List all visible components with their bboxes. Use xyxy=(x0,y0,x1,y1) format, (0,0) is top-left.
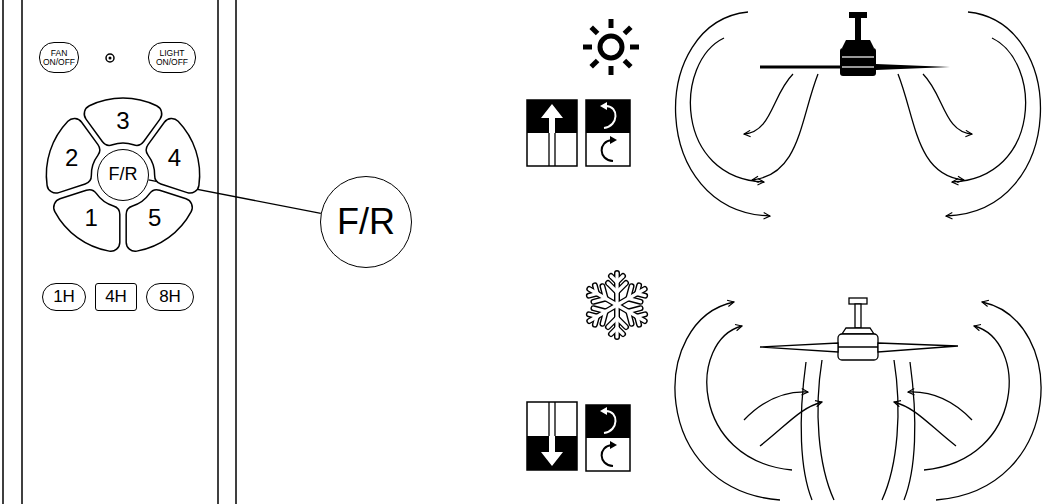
button-label: F/R xyxy=(337,202,395,242)
rotation-symbol xyxy=(586,100,630,166)
wedge-outline xyxy=(147,119,200,194)
indicator-led xyxy=(109,57,112,60)
updraft-symbol xyxy=(527,100,577,166)
button-label: 1 xyxy=(85,205,98,231)
airflow-arrows xyxy=(676,12,1041,216)
rotation-symbol xyxy=(586,405,630,471)
wedge-outline xyxy=(54,189,120,250)
button-label: 8H xyxy=(159,288,181,307)
light-power-button: LIGHT ON/OFF xyxy=(148,42,196,73)
callout-circle: F/R xyxy=(320,176,412,268)
ceiling-fan xyxy=(760,298,958,360)
wedge-outline xyxy=(126,189,192,250)
wedge-outline xyxy=(84,98,161,145)
airflow-arrows xyxy=(675,302,1041,500)
speed-button: 4 xyxy=(156,140,192,176)
wedge-outline xyxy=(46,119,99,194)
button-label: 1H xyxy=(53,288,75,307)
button-label: F/R xyxy=(109,165,138,185)
button-label: 4H xyxy=(105,288,127,307)
reverse-button: F/R xyxy=(97,149,149,201)
button-label: 5 xyxy=(148,205,161,231)
timer-button: 4H xyxy=(95,283,137,311)
timer-button: 1H xyxy=(42,283,86,311)
button-label: 4 xyxy=(168,145,181,171)
speed-button: 5 xyxy=(137,201,173,237)
downdraft-symbol xyxy=(527,402,577,470)
sun-icon xyxy=(583,19,639,75)
button-label: FAN ON/OFF xyxy=(42,49,76,67)
button-label: 2 xyxy=(65,145,78,171)
button-label: 3 xyxy=(116,108,129,134)
button-label: LIGHT ON/OFF xyxy=(152,49,192,67)
speed-button: 3 xyxy=(105,103,141,139)
snowflake-icon xyxy=(585,273,649,337)
timer-button: 8H xyxy=(146,283,194,311)
speed-button: 2 xyxy=(54,140,90,176)
remote-body xyxy=(3,0,236,504)
ceiling-fan xyxy=(760,12,950,76)
fan-power-button: FAN ON/OFF xyxy=(39,42,79,73)
speed-button: 1 xyxy=(73,201,109,237)
